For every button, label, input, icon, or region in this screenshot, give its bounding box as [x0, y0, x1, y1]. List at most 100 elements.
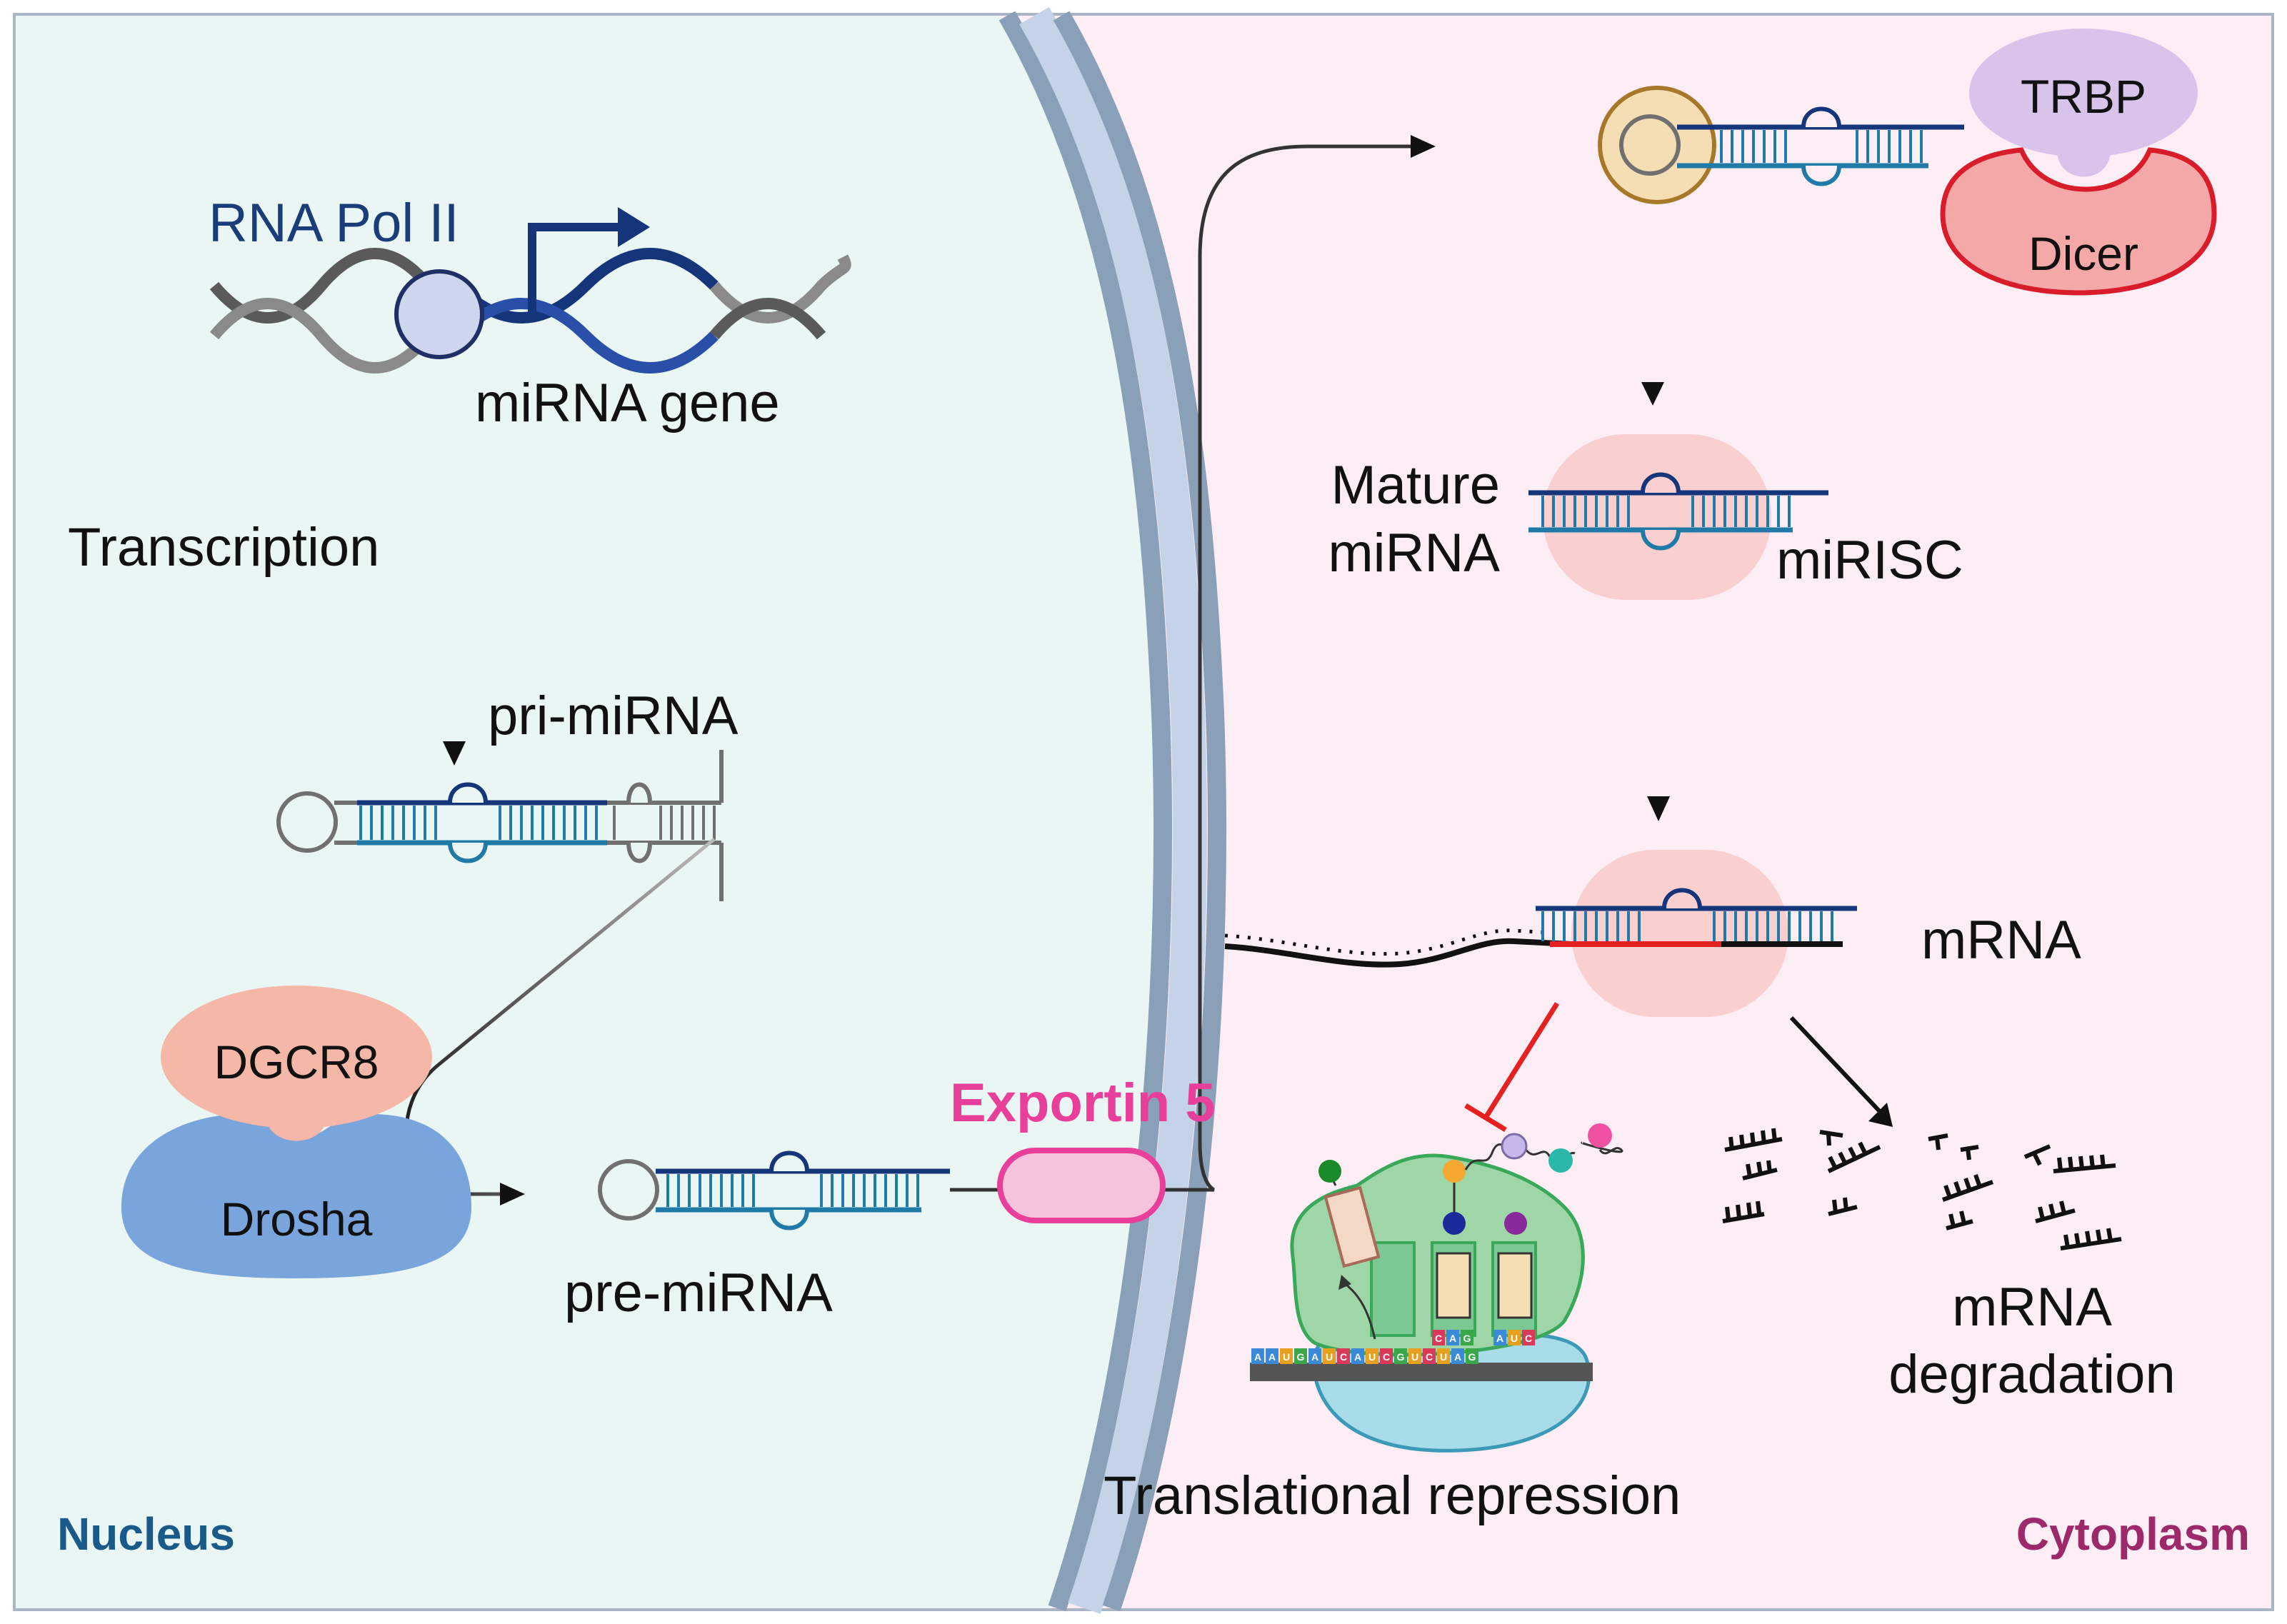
- mrna-strip: [1250, 1363, 1593, 1381]
- nucleotide-tile: [1266, 1348, 1278, 1364]
- amino-acid-pink: [1588, 1123, 1612, 1148]
- nucleotide-letter: A: [1268, 1351, 1276, 1363]
- dicer-shape: [1940, 147, 2217, 296]
- translational-repression-label: Translational repression: [1104, 1465, 1681, 1526]
- nucleotide-tile: [1394, 1348, 1407, 1364]
- nucleotide-letter: C: [1426, 1351, 1433, 1363]
- transcription-start-arrowhead: [618, 207, 650, 247]
- mrna-degradation-label-line2: degradation: [1888, 1344, 2175, 1405]
- dgcr8-label: DGCR8: [214, 1036, 379, 1088]
- nucleotide-tile: [1337, 1348, 1350, 1364]
- nucleotide-tile: [1366, 1348, 1378, 1364]
- nucleotide-letter: A: [1449, 1333, 1456, 1344]
- transcription-arrowhead: [443, 741, 466, 766]
- pre-mirna-hairpin: [598, 1151, 950, 1230]
- nucleotide-tile: [1451, 1348, 1464, 1364]
- nucleotide-tile: [1423, 1348, 1436, 1364]
- export-route: [950, 144, 1411, 1192]
- nucleotide-letter: C: [1525, 1333, 1532, 1344]
- nucleus-label: Nucleus: [57, 1508, 235, 1560]
- mirna-gene-label: miRNA gene: [475, 373, 780, 433]
- nucleotide-tile: [1437, 1348, 1450, 1364]
- drosha-processing-arrowhead: [500, 1183, 525, 1206]
- nucleotide-tile: [1380, 1348, 1393, 1364]
- nucleotide-tile: [1446, 1330, 1459, 1345]
- drosha-label: Drosha: [221, 1193, 373, 1245]
- nucleotide-tile: [1408, 1348, 1421, 1364]
- nucleotide-letter: C: [1340, 1351, 1347, 1363]
- mature-mirna-label-line1: Mature: [1331, 455, 1500, 516]
- nucleotide-letter: G: [1468, 1351, 1476, 1363]
- exportin-5-label: Exportin 5: [950, 1073, 1216, 1133]
- nucleotide-letter: A: [1496, 1333, 1503, 1344]
- nucleotide-letter: U: [1411, 1351, 1418, 1363]
- nucleotide-letter: C: [1383, 1351, 1390, 1363]
- nucleotide-tile: [1493, 1330, 1506, 1345]
- trbp-shape: [1969, 29, 2198, 157]
- export-route-arrowhead: [1411, 135, 1436, 158]
- rna-pol-ii-label: RNA Pol II: [209, 193, 459, 254]
- mirna-gene-dna: [209, 248, 851, 374]
- degradation-arrow: [1789, 1016, 1888, 1120]
- pri-mirna-label: pri-miRNA: [488, 686, 739, 746]
- mature-mirna: [1528, 472, 1828, 551]
- mirisc-complex: [1543, 434, 1771, 600]
- cytoplasmic-pre-mirna: [1598, 86, 1964, 204]
- dgcr8-shape: [161, 986, 432, 1128]
- nucleotide-tile: [1508, 1330, 1521, 1345]
- mrna-degradation-label-line1: mRNA: [1952, 1277, 2112, 1338]
- mature-mirna-label-line2: miRNA: [1328, 523, 1500, 583]
- nucleotide-tile: [1466, 1348, 1478, 1364]
- drosha-shape: [121, 1114, 471, 1278]
- degradation-arrowhead: [1868, 1103, 1893, 1127]
- trna-1: [1436, 1252, 1471, 1319]
- peptide-fragment: [1323, 1186, 1381, 1268]
- microprocessor-complex: DGCR8 Drosha: [121, 986, 471, 1278]
- nucleotide-tile: [1251, 1348, 1264, 1364]
- mrna-label: mRNA: [1921, 910, 2081, 971]
- mirisc-to-mrna-arrowhead: [1647, 796, 1670, 821]
- nucleotide-letter: A: [1311, 1351, 1318, 1363]
- nucleotide-letter: A: [1454, 1351, 1461, 1363]
- nucleotide-tile: [1280, 1348, 1293, 1364]
- dicer-complex: TRBP Dicer: [1940, 29, 2217, 296]
- cytoplasm-label: Cytoplasm: [2016, 1508, 2250, 1560]
- mrna-fragments: [1722, 1128, 2122, 1250]
- mirisc-label: miRISC: [1776, 530, 1963, 591]
- dicer-to-mirisc-arrowhead: [1641, 382, 1664, 406]
- amino-acid-blue: [1443, 1212, 1466, 1235]
- nucleotide-letter: U: [1440, 1351, 1447, 1363]
- mirisc-on-mrna: [1571, 850, 1788, 1017]
- nucleotide-tile: [1294, 1348, 1307, 1364]
- nucleotide-letter: G: [1397, 1351, 1405, 1363]
- repression-bar: [1464, 1103, 1507, 1132]
- nucleotide-tile: [1522, 1330, 1535, 1345]
- nucleotide-letter: C: [1435, 1333, 1442, 1344]
- amino-acid-teal: [1548, 1148, 1573, 1173]
- nucleotide-tile: [1461, 1330, 1473, 1345]
- repression-line: [1483, 1002, 1559, 1119]
- amino-acid-green: [1318, 1160, 1341, 1183]
- nucleotide-letter: U: [1368, 1351, 1376, 1363]
- amino-acid-orange: [1443, 1160, 1466, 1183]
- trna-2: [1497, 1252, 1533, 1319]
- pre-mirna-label: pre-miRNA: [564, 1263, 833, 1323]
- nucleotide-letter: G: [1297, 1351, 1305, 1363]
- transcription-start-arrow: [528, 223, 621, 314]
- nucleotide-tile: [1432, 1330, 1445, 1345]
- nucleotide-letter: U: [1511, 1333, 1518, 1344]
- trbp-label: TRBP: [2021, 70, 2146, 123]
- target-mrna: [1224, 888, 1857, 968]
- nucleotide-tile: [1308, 1348, 1321, 1364]
- pri-mirna-hairpin: [276, 750, 724, 901]
- nucleotide-letter: U: [1326, 1351, 1333, 1363]
- transcription-label: Transcription: [68, 517, 379, 578]
- nucleotide-letter: U: [1283, 1351, 1290, 1363]
- nucleotide-tile: [1351, 1348, 1364, 1364]
- amino-acid-lilac: [1501, 1133, 1528, 1160]
